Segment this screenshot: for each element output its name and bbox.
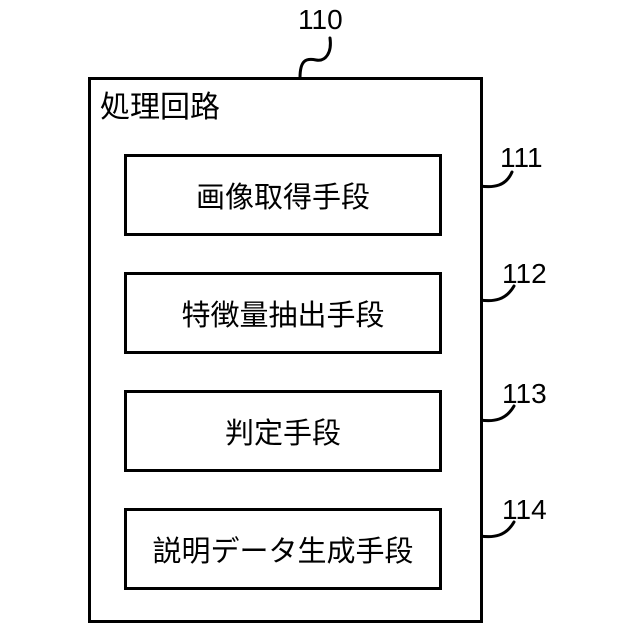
ref-114: 114 bbox=[502, 494, 547, 526]
unit-box-113: 判定手段 bbox=[124, 390, 442, 472]
processing-circuit-title: 処理回路 bbox=[100, 88, 220, 128]
unit-label-114: 説明データ生成手段 bbox=[152, 528, 413, 570]
ref-112: 112 bbox=[502, 258, 547, 290]
ref-110: 110 bbox=[298, 4, 343, 36]
unit-box-114: 説明データ生成手段 bbox=[124, 508, 442, 590]
unit-box-112: 特徴量抽出手段 bbox=[124, 272, 442, 354]
unit-label-111: 画像取得手段 bbox=[196, 174, 370, 216]
unit-label-112: 特徴量抽出手段 bbox=[181, 292, 384, 334]
ref-111: 111 bbox=[500, 142, 543, 174]
ref-113: 113 bbox=[502, 378, 547, 410]
unit-label-113: 判定手段 bbox=[225, 410, 341, 452]
unit-box-111: 画像取得手段 bbox=[124, 154, 442, 236]
leader-line-110 bbox=[300, 38, 330, 78]
